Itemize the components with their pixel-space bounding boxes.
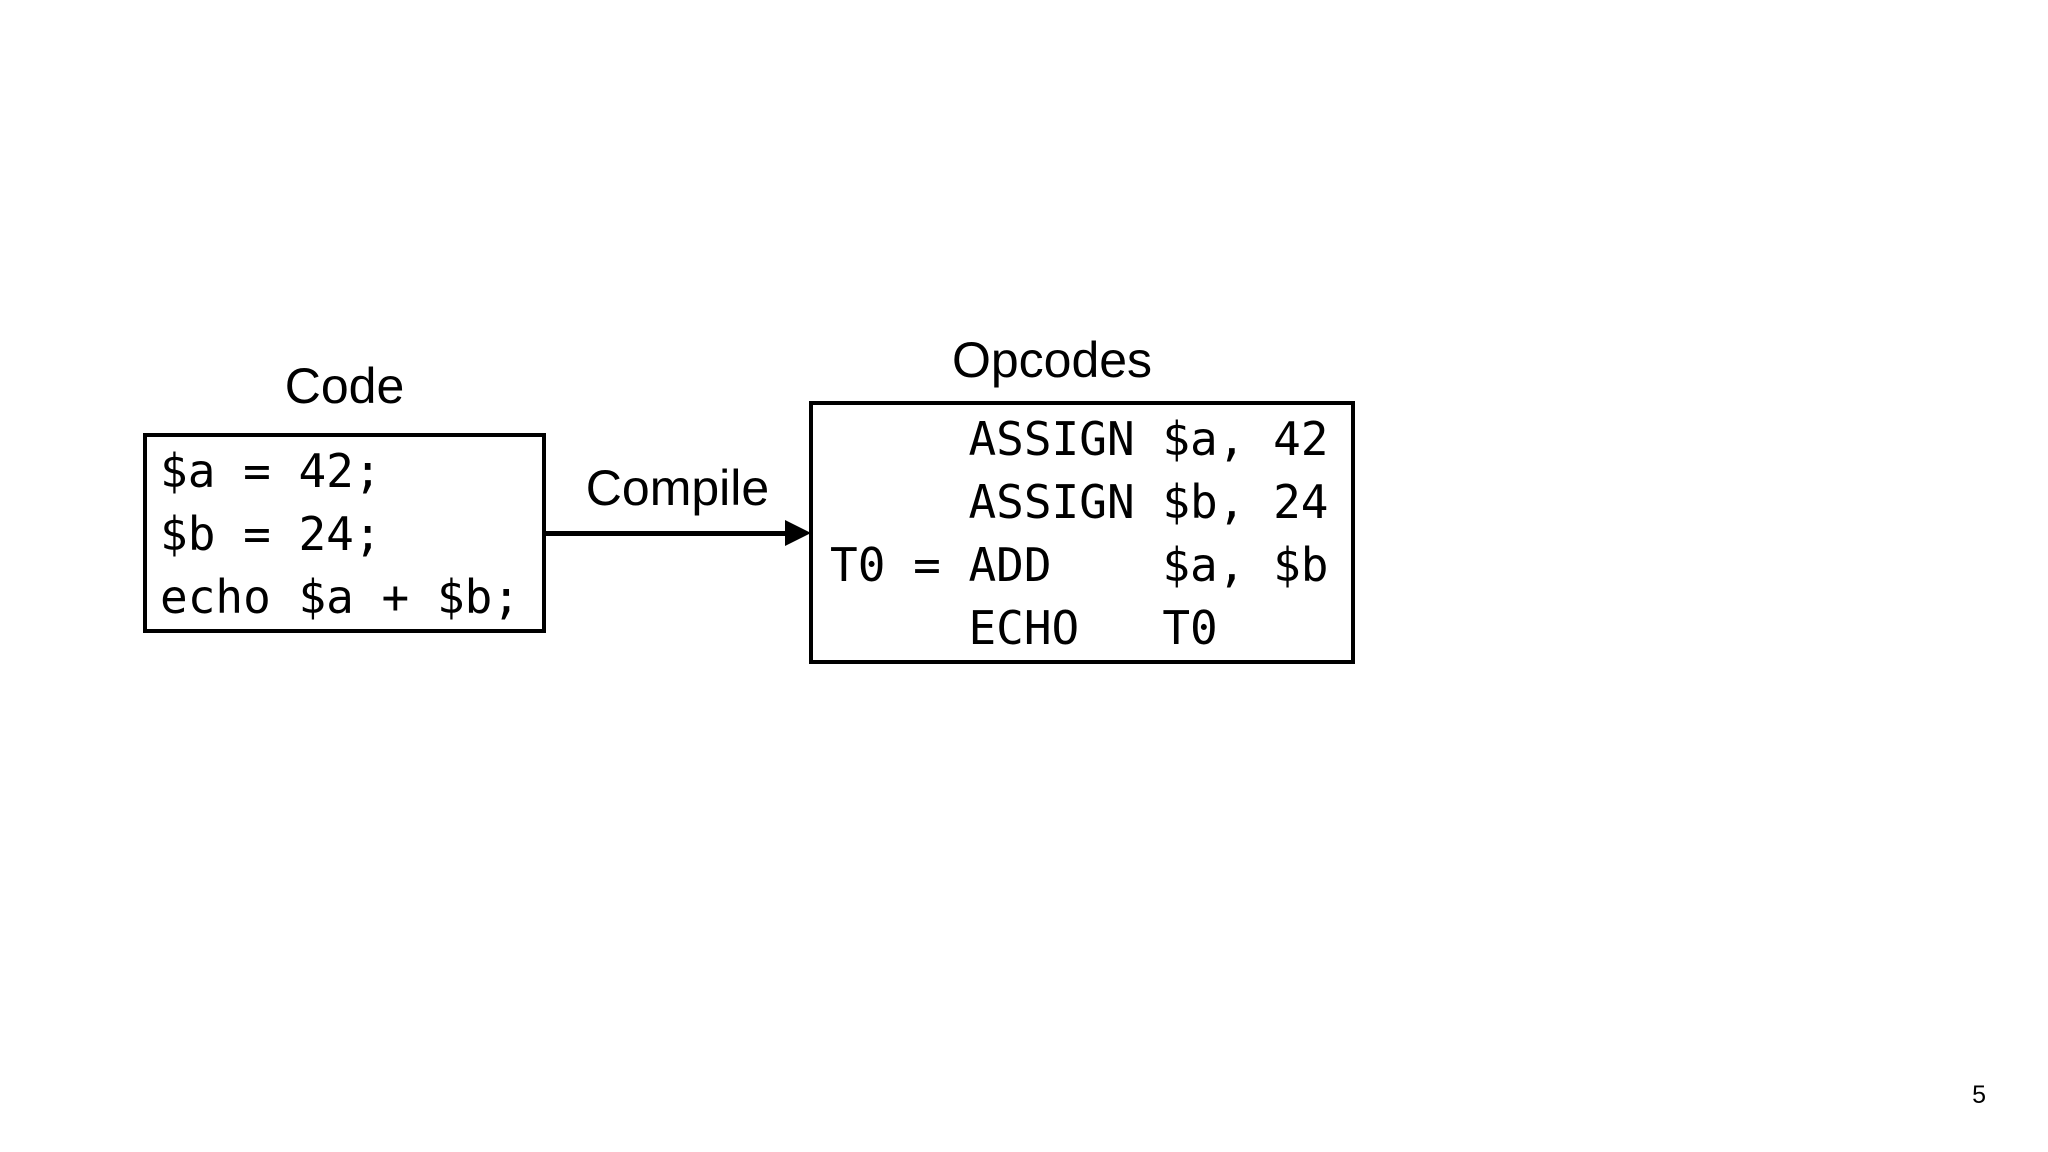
opcodes-panel: ASSIGN $a, 42 ASSIGN $b, 24 T0 = ADD $a,…: [809, 401, 1355, 664]
opcodes-panel-title: Opcodes: [951, 332, 1153, 388]
compile-arrow-shaft: [546, 531, 789, 536]
opcode-line-1: ASSIGN $a, 42: [830, 412, 1329, 466]
opcode-line-3: T0 = ADD $a, $b: [830, 538, 1329, 592]
page-number: 5: [1972, 1081, 1986, 1109]
code-line-3: echo $a + $b;: [160, 570, 521, 624]
code-line-1: $a = 42;: [160, 444, 382, 498]
code-panel: $a = 42; $b = 24; echo $a + $b;: [143, 433, 546, 633]
opcode-line-2: ASSIGN $b, 24: [830, 475, 1329, 529]
compile-arrow-head-icon: [785, 520, 811, 546]
code-panel-title: Code: [284, 358, 405, 414]
compile-arrow-label: Compile: [585, 460, 770, 516]
code-line-2: $b = 24;: [160, 507, 382, 561]
opcode-line-4: ECHO T0: [830, 601, 1218, 655]
